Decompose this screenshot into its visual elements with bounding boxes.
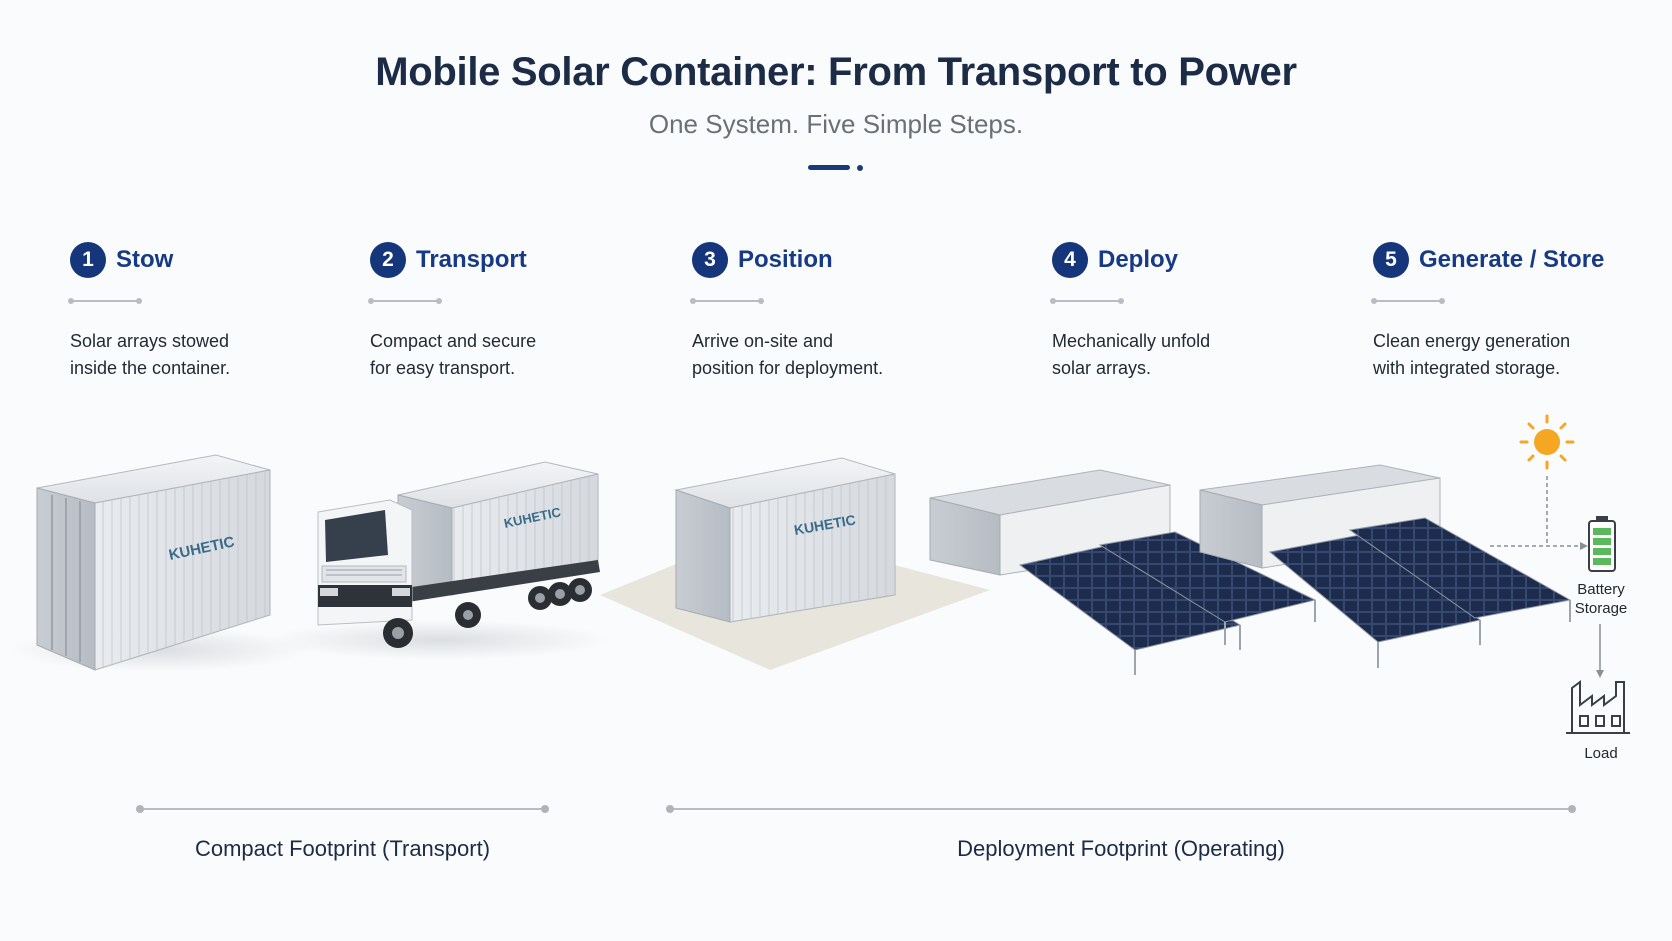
step-description: Arrive on-site and position for deployme… <box>692 328 932 382</box>
step-title: Stow <box>116 246 174 273</box>
step-description-line: inside the container. <box>70 358 231 378</box>
step-divider <box>690 298 764 304</box>
step-title: Generate / Store <box>1419 246 1605 273</box>
step-stow: 1 Stow Solar arrays stowed inside the co… <box>68 242 370 382</box>
step-description-line: Arrive on-site and <box>692 331 834 351</box>
step-number-badge: 2 <box>370 242 406 278</box>
operating-footprint-label: Deployment Footprint (Operating) <box>957 836 1285 861</box>
step-title: Deploy <box>1098 246 1179 273</box>
step-divider <box>1371 298 1445 304</box>
step-description-line: solar arrays. <box>1052 358 1152 378</box>
step-description-line: Solar arrays stowed <box>70 331 230 351</box>
title-underline <box>808 165 850 170</box>
step-number-badge: 5 <box>1373 242 1409 278</box>
step-divider <box>68 298 142 304</box>
step-description: Mechanically unfold solar arrays. <box>1052 328 1292 382</box>
step-number-badge: 4 <box>1052 242 1088 278</box>
step-description-line: Compact and secure <box>370 331 537 351</box>
step-description: Clean energy generation with integrated … <box>1373 328 1613 382</box>
step-description-line: for easy transport. <box>370 358 516 378</box>
generating-solar-array <box>1199 464 1572 668</box>
step-position: 3 Position Arrive on-site and position f… <box>690 242 992 382</box>
step-number-badge: 3 <box>692 242 728 278</box>
deployed-solar-array <box>929 469 1317 675</box>
step-title: Transport <box>416 246 527 273</box>
operating-footprint-scale <box>666 805 1576 813</box>
battery-label-line: Battery <box>1577 581 1625 598</box>
step-generate-store: 5 Generate / Store Clean energy generati… <box>1371 242 1672 382</box>
process-illustration: KUHETIC KUHETIC KUHETIC <box>10 414 1630 734</box>
transport-truck: KUHETIC <box>270 461 610 660</box>
battery-icon <box>1588 516 1616 572</box>
step-description-line: Clean energy generation <box>1373 331 1571 351</box>
page-title: Mobile Solar Container: From Transport t… <box>375 50 1297 94</box>
sun-icon <box>1519 414 1575 470</box>
step-deploy: 4 Deploy Mechanically unfold solar array… <box>1050 242 1352 382</box>
step-description-line: Mechanically unfold <box>1052 331 1211 351</box>
step-transport: 2 Transport Compact and secure for easy … <box>368 242 670 382</box>
page-subtitle: One System. Five Simple Steps. <box>648 109 1024 139</box>
battery-storage-label: Battery Storage <box>1563 580 1639 618</box>
step-description-line: position for deployment. <box>692 358 884 378</box>
title-underline-dot <box>857 165 863 171</box>
step-divider <box>1050 298 1124 304</box>
step-number-badge: 1 <box>70 242 106 278</box>
transport-footprint-label: Compact Footprint (Transport) <box>194 836 491 861</box>
step-divider <box>368 298 442 304</box>
stowed-container: KUHETIC <box>10 454 310 672</box>
battery-label-line: Storage <box>1574 600 1628 617</box>
positioned-container: KUHETIC <box>600 457 990 670</box>
load-label: Load <box>1584 745 1618 762</box>
step-description: Compact and secure for easy transport. <box>370 328 610 382</box>
step-title: Position <box>738 246 833 273</box>
step-description-line: with integrated storage. <box>1373 358 1561 378</box>
transport-footprint-scale <box>136 805 549 813</box>
factory-icon <box>1566 680 1630 734</box>
step-description: Solar arrays stowed inside the container… <box>70 328 310 382</box>
